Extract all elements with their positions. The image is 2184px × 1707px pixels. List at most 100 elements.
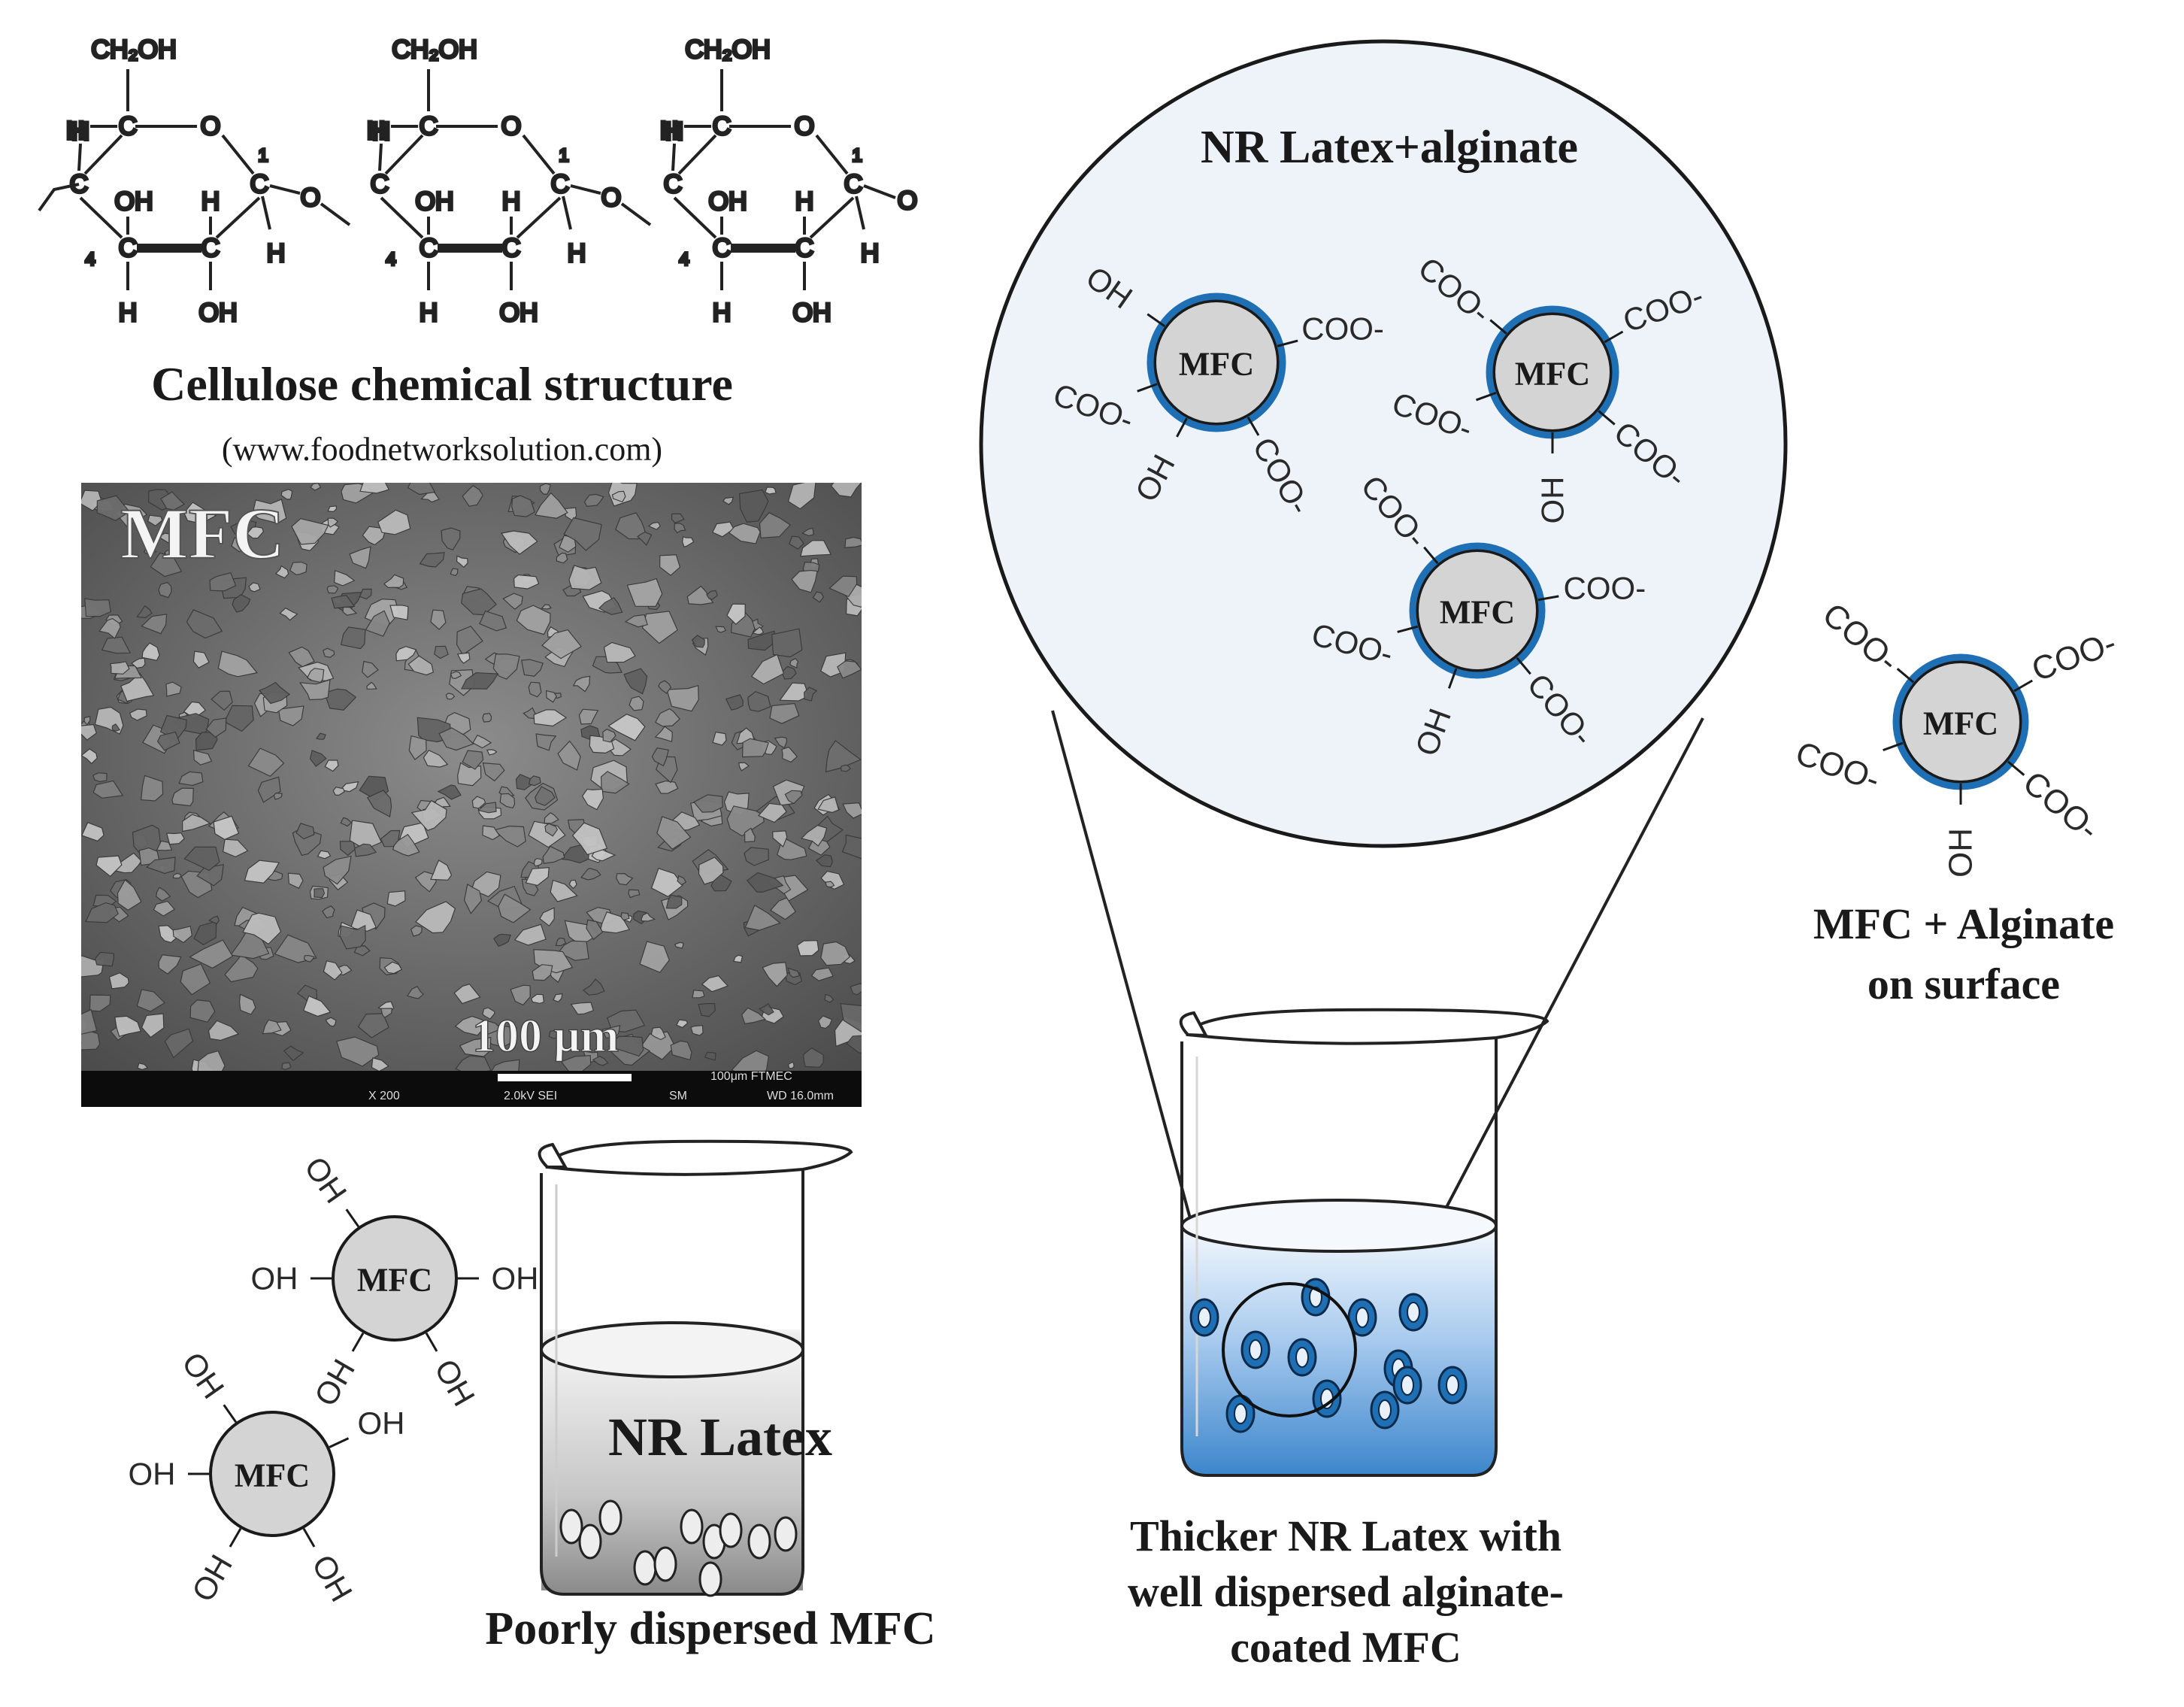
mfc-particle-label: MFC xyxy=(1515,356,1590,393)
sem-flake xyxy=(629,696,644,711)
ring-bond xyxy=(83,134,123,175)
ring-bond xyxy=(809,196,855,239)
sem-flake xyxy=(111,723,121,732)
sem-flake xyxy=(350,909,377,932)
sem-flake xyxy=(698,1002,716,1017)
sem-flake xyxy=(165,681,182,697)
cellulose-atom-label: H xyxy=(119,299,138,327)
sem-flake xyxy=(450,568,459,577)
sem-flake xyxy=(450,671,462,679)
functional-group-bond xyxy=(1598,410,1616,426)
terminal-bond xyxy=(863,184,896,199)
sem-flake xyxy=(542,845,565,864)
sem-flake xyxy=(603,641,636,663)
sem-flake xyxy=(513,923,547,946)
sem-flake xyxy=(456,652,471,664)
sem-scale-text: 100 μm xyxy=(472,1011,619,1062)
sem-flake xyxy=(820,870,845,890)
sem-flake xyxy=(510,495,535,517)
sem-flake xyxy=(640,1031,676,1060)
substituent-bond xyxy=(562,196,572,230)
sem-flake xyxy=(172,872,182,879)
cellulose-atom-label: O xyxy=(601,183,621,212)
sem-flake xyxy=(386,890,406,907)
sem-flake xyxy=(624,614,648,628)
position-label: 1 xyxy=(852,146,862,166)
cellulose-atom-label: C xyxy=(551,170,570,199)
sem-flake xyxy=(153,900,176,917)
sem-flake xyxy=(532,964,553,981)
mfc-core xyxy=(1899,660,2022,784)
functional-group-label: OH xyxy=(298,1151,354,1210)
sem-flake xyxy=(553,993,563,1003)
sem-flake xyxy=(371,1057,389,1071)
sem-flake xyxy=(359,483,390,494)
sem-flake xyxy=(316,732,326,740)
sem-flake xyxy=(556,552,568,564)
sem-flake xyxy=(287,872,304,889)
sem-flake xyxy=(671,513,685,524)
sem-flake xyxy=(550,879,578,902)
sem-flake xyxy=(281,1062,292,1070)
sem-flake xyxy=(395,646,417,662)
sem-flake xyxy=(583,978,605,996)
cellulose-atom-label: O xyxy=(501,112,521,141)
ring-bond xyxy=(221,134,255,175)
sem-flake xyxy=(500,530,538,555)
sem-flake xyxy=(840,764,852,772)
sem-flake xyxy=(620,912,630,921)
sem-flake xyxy=(247,747,285,778)
sem-flake xyxy=(477,802,497,814)
sem-flake xyxy=(156,887,171,902)
dispersed-mfc-core xyxy=(1309,1287,1322,1308)
functional-group-bond xyxy=(2007,760,2025,776)
sem-flake xyxy=(158,925,181,944)
sem-flake xyxy=(141,1013,165,1038)
sem-flake xyxy=(197,1050,226,1071)
sem-flake xyxy=(462,750,484,770)
thick-caption-line-3: coated MFC xyxy=(1230,1623,1462,1672)
sem-flake xyxy=(654,726,673,742)
sem-flake xyxy=(817,1015,833,1029)
sem-flake xyxy=(183,502,217,524)
sem-flake xyxy=(283,1045,304,1062)
sem-flake xyxy=(651,747,670,767)
sem-flake xyxy=(277,705,304,726)
sem-flake xyxy=(541,604,553,610)
functional-group-label: COO- xyxy=(2027,624,2121,688)
sem-flake xyxy=(244,860,280,884)
sem-flake xyxy=(461,672,499,690)
sem-flake xyxy=(626,578,663,608)
cellulose-atom-label: H xyxy=(201,187,220,216)
sem-flake xyxy=(114,1015,142,1037)
sem-flake xyxy=(323,855,352,885)
sem-flake xyxy=(722,496,735,505)
cellulose-atom-label: H xyxy=(502,187,521,216)
sem-flake xyxy=(141,775,164,802)
ring-bond xyxy=(380,196,424,239)
poor-caption: Poorly dispersed MFC xyxy=(485,1603,935,1654)
position-label: 4 xyxy=(679,250,689,270)
sem-flake xyxy=(407,986,425,999)
sem-flake xyxy=(486,749,498,756)
mfc-aggregate xyxy=(680,1508,704,1545)
cellulose-atom-label: O xyxy=(795,112,814,141)
sem-flake xyxy=(165,832,185,845)
cellulose-atom-label: O xyxy=(898,186,917,215)
sem-flake xyxy=(738,762,750,772)
glycosidic-bond xyxy=(269,184,301,195)
sem-flake xyxy=(535,786,556,806)
functional-group-bond xyxy=(223,1404,238,1424)
mfc-core xyxy=(1153,299,1280,426)
cellulose-atom-label: C xyxy=(371,170,389,199)
sem-flake xyxy=(781,746,798,763)
functional-group-bond xyxy=(1447,668,1458,689)
sem-flake xyxy=(544,823,559,837)
sem-flake xyxy=(117,879,142,911)
sem-flake xyxy=(535,733,557,751)
cellulose-atom-label: C xyxy=(844,170,863,199)
cellulose-atom-label: OH xyxy=(500,299,538,327)
sem-info-mode: SM xyxy=(669,1090,687,1102)
alginate-coating xyxy=(1147,293,1286,432)
sem-flake xyxy=(136,989,165,1012)
